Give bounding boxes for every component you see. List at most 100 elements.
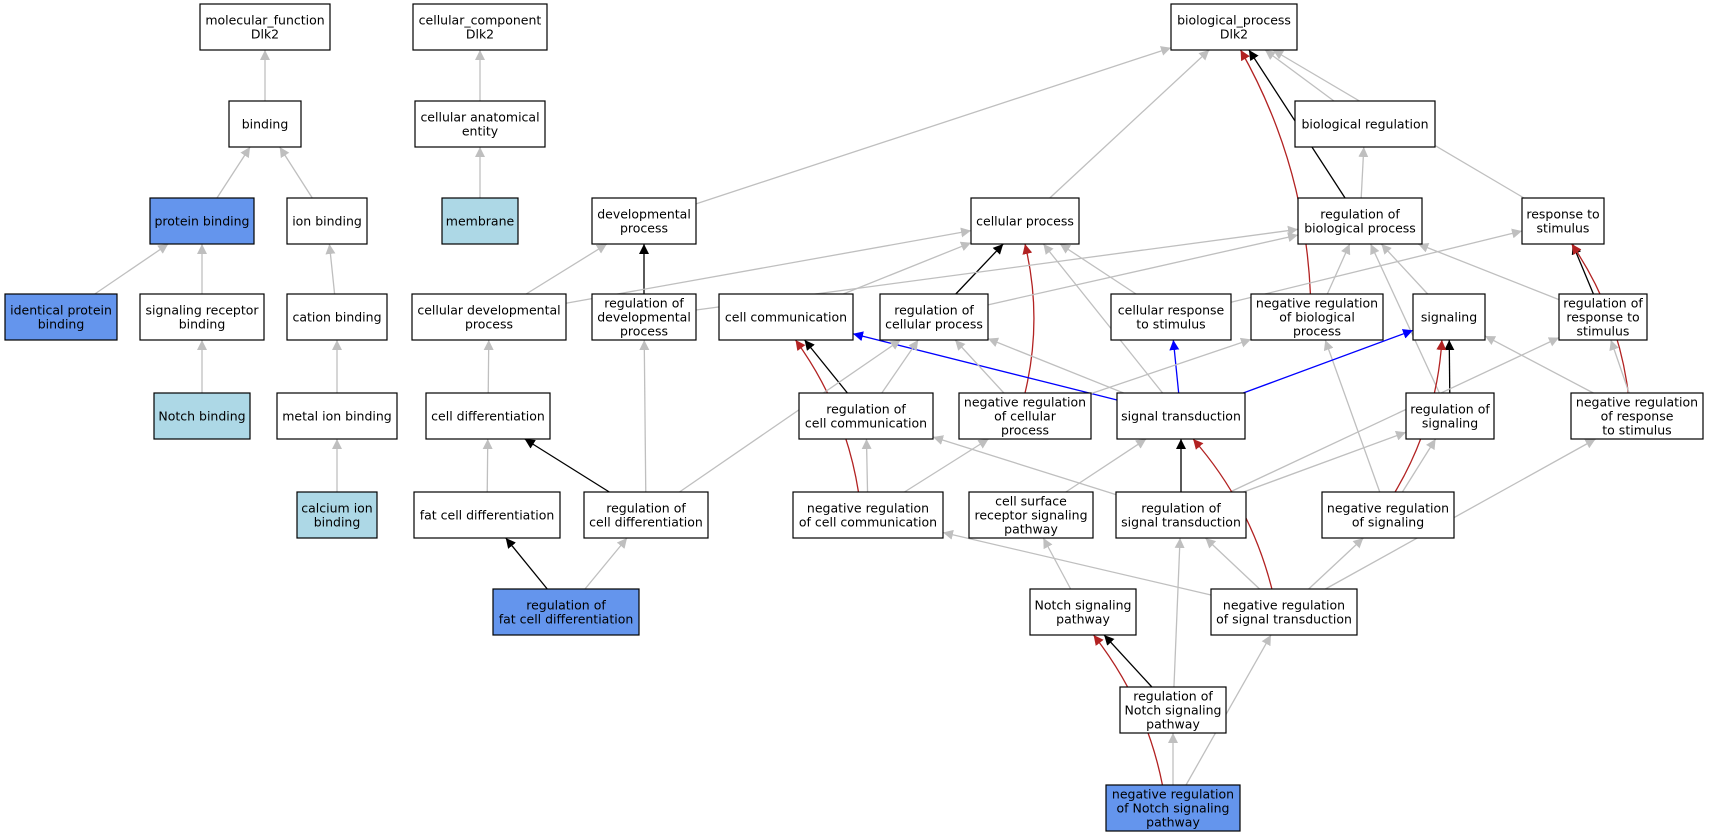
- node-label-line: cell differentiation: [431, 409, 545, 424]
- node-label-line: negative regulation: [1327, 501, 1449, 516]
- edge-negative_regulation_of_biological_process-to-regulation_of_biological_process: [1326, 243, 1351, 295]
- node-signal-transduction[interactable]: signal transduction: [1116, 392, 1246, 440]
- node-label-line: biological process: [1304, 221, 1416, 236]
- node-label-line: developmental: [597, 207, 691, 222]
- node-label-line: negative regulation: [807, 501, 929, 516]
- node-box: [1116, 392, 1246, 440]
- node-protein-binding[interactable]: protein binding: [149, 197, 255, 245]
- node-membrane[interactable]: membrane: [441, 197, 519, 245]
- node-label-line: ion binding: [292, 214, 362, 229]
- node-label-line: process: [620, 324, 668, 339]
- edge-signal_transduction-to-regulation_of_cellular_process: [987, 337, 1124, 394]
- node-label-line: of biological: [1279, 310, 1355, 325]
- node-label-line: regulation of: [1141, 501, 1221, 516]
- edge-negative_regulation_of_signal_transduction-to-negative_regulation_of_response_to_stimulus: [1325, 438, 1596, 590]
- edge-negative_regulation_of_cell_communication-to-negative_regulation_of_cellular_process: [904, 438, 989, 493]
- node-label-line: Notch binding: [158, 409, 245, 424]
- node-label-line: cation binding: [292, 310, 381, 325]
- node-box: [968, 491, 1094, 539]
- node-fat-cell-differentiation[interactable]: fat cell differentiation: [413, 491, 561, 539]
- node-cellular-process[interactable]: cellular process: [970, 197, 1080, 245]
- node-label-line: regulation of: [826, 402, 906, 417]
- node-signaling[interactable]: signaling: [1412, 293, 1486, 341]
- node-cell-differentiation[interactable]: cell differentiation: [425, 392, 551, 440]
- edge-cation_binding-to-ion_binding: [325, 243, 336, 295]
- node-notch-binding[interactable]: Notch binding: [153, 392, 251, 440]
- node-label-line: negative regulation: [1256, 296, 1378, 311]
- node-box: [792, 491, 944, 539]
- node-label-line: regulation of: [604, 296, 684, 311]
- node-box: [1105, 784, 1241, 832]
- node-label-line: cell communication: [725, 310, 847, 325]
- node-label-line: stimulus: [1537, 221, 1590, 236]
- node-label-line: of signaling: [1352, 515, 1424, 530]
- node-label-line: process: [620, 221, 668, 236]
- node-box: [1029, 588, 1137, 636]
- node-label-line: of response: [1601, 409, 1674, 424]
- node-label-line: negative regulation: [1223, 598, 1345, 613]
- node-label-line: signal transduction: [1121, 409, 1241, 424]
- node-label-line: binding: [242, 117, 289, 132]
- node-label-line: cell communication: [805, 416, 927, 431]
- node-label-line: of Notch signaling: [1117, 801, 1230, 816]
- node-binding[interactable]: binding: [228, 100, 302, 148]
- node-box: [1210, 588, 1358, 636]
- edge-negative_regulation_of_cellular_process-to-cellular_process: [1022, 243, 1035, 394]
- node-box: [296, 491, 378, 539]
- edge-signal_transduction-to-cell_communication: [852, 331, 1118, 401]
- node-label-line: process: [1001, 423, 1049, 438]
- node-box: [411, 293, 567, 341]
- edge-cellular_process-to-biological_process: [1049, 49, 1210, 199]
- node-box: [879, 293, 989, 341]
- node-ion-binding[interactable]: ion binding: [286, 197, 368, 245]
- node-label-line: of cellular: [994, 409, 1057, 424]
- node-label-line: to stimulus: [1136, 317, 1205, 332]
- node-cell-communication[interactable]: cell communication: [718, 293, 854, 341]
- node-label-line: regulation of: [1133, 689, 1213, 704]
- node-box: [414, 100, 546, 148]
- node-box: [286, 197, 368, 245]
- node-box: [1115, 491, 1247, 539]
- node-biological-regulation[interactable]: biological regulation: [1294, 100, 1436, 148]
- node-box: [958, 392, 1092, 440]
- node-label-line: cellular developmental: [417, 303, 560, 318]
- node-box: [199, 3, 331, 51]
- edge-regulation_of_cell_differentiation-to-regulation_of_cellular_process: [679, 339, 901, 493]
- edge-negative_regulation_of_signaling-to-regulation_of_signaling: [1401, 438, 1437, 493]
- node-metal-ion-binding[interactable]: metal ion binding: [276, 392, 398, 440]
- node-cation-binding[interactable]: cation binding: [286, 293, 388, 341]
- node-label-line: negative regulation: [964, 395, 1086, 410]
- node-label-line: cellular anatomical: [420, 110, 539, 125]
- node-label-line: signaling: [1422, 416, 1478, 431]
